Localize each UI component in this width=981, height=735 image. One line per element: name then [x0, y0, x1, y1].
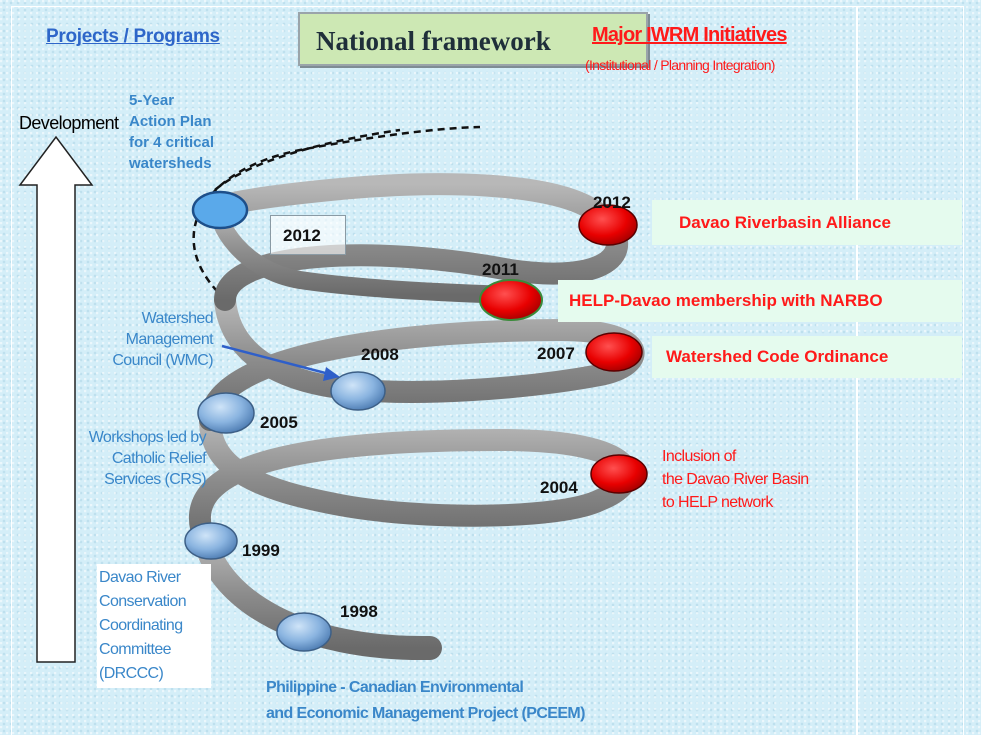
wmc-line: Watershed [141, 310, 214, 327]
narbo-label: HELP-Davao membership with NARBO [569, 291, 883, 310]
milestone-2008-ball [330, 371, 386, 411]
code-panel: Watershed Code Ordinance [652, 336, 962, 378]
drccc-line: Coordinating [99, 617, 183, 634]
spiral-future-dashed-inner [214, 128, 401, 191]
pceem-label: Philippine - Canadian Environmental and … [266, 675, 585, 727]
milestone-1998-ball [276, 612, 332, 652]
projects-programs-heading: Projects / Programs [46, 26, 220, 47]
code-label: Watershed Code Ordinance [666, 347, 889, 366]
narbo-panel: HELP-Davao membership with NARBO [558, 280, 962, 322]
action-plan-line: for 4 critical [129, 134, 215, 151]
dra-label: Davao Riverbasin Alliance [679, 213, 891, 232]
milestone-2007-ball [585, 332, 643, 372]
year-2012-plan: 2012 [283, 226, 321, 245]
inclusion-line: to HELP network [662, 494, 773, 511]
spiral-future-dashed [192, 125, 481, 301]
year-2004: 2004 [540, 478, 578, 497]
wmc-pointer-arrowhead [323, 367, 340, 381]
year-1998: 1998 [340, 602, 378, 621]
action-plan-line: 5-Year [129, 92, 175, 109]
crs-label: Workshops led by Catholic Relief Service… [46, 427, 207, 490]
drccc-label-backdrop [97, 564, 211, 688]
year-2012-dra: 2012 [593, 193, 631, 212]
milestone-2011-ball [479, 279, 543, 321]
year-2007: 2007 [537, 344, 575, 363]
milestone-2004-ball [590, 454, 648, 494]
action-plan-line: Action Plan [129, 113, 212, 130]
wmc-line: Council (WMC) [112, 352, 213, 369]
wmc-line: Management [125, 331, 214, 348]
milestone-1999-ball [184, 522, 238, 560]
year-2012-box: 2012 [270, 215, 346, 255]
milestone-2012-plan-ball [191, 190, 249, 230]
wmc-label: Watershed Management Council (WMC) [103, 308, 213, 371]
inclusion-line: the Davao River Basin [662, 471, 809, 488]
year-1999: 1999 [242, 541, 280, 560]
drccc-line: (DRCCC) [99, 665, 164, 682]
inclusion-label: Inclusion of the Davao River Basin to HE… [662, 445, 809, 514]
year-2005: 2005 [260, 413, 298, 432]
crs-line: Catholic Relief [111, 450, 207, 467]
drccc-line: Committee [99, 641, 172, 658]
wmc-pointer-arrow [221, 344, 334, 377]
year-2011: 2011 [482, 260, 519, 279]
action-plan-label: 5-Year Action Plan for 4 critical waters… [129, 90, 214, 174]
drccc-label: Davao River Conservation Coordinating Co… [99, 566, 187, 686]
pceem-line: and Economic Management Project (PCEEM) [266, 705, 585, 722]
drccc-line: Davao River [99, 569, 181, 586]
crs-line: Services (CRS) [104, 471, 206, 488]
inclusion-line: Inclusion of [662, 448, 736, 465]
major-iwrm-subheading: (Institutional / Planning Integration) [585, 57, 775, 73]
development-label: Development [19, 113, 119, 133]
action-plan-line: watersheds [129, 155, 212, 172]
major-iwrm-heading: Major IWRM Initiatives [592, 24, 787, 46]
pceem-line: Philippine - Canadian Environmental [266, 679, 524, 696]
development-arrow [18, 135, 94, 663]
national-framework-title: National framework [298, 12, 648, 66]
milestone-2005-ball [197, 392, 255, 434]
drccc-line: Conservation [99, 593, 187, 610]
dra-panel: Davao Riverbasin Alliance [652, 200, 962, 245]
milestone-2012-dra-ball [578, 204, 638, 246]
crs-line: Workshops led by [88, 429, 207, 446]
year-2008: 2008 [361, 345, 399, 364]
